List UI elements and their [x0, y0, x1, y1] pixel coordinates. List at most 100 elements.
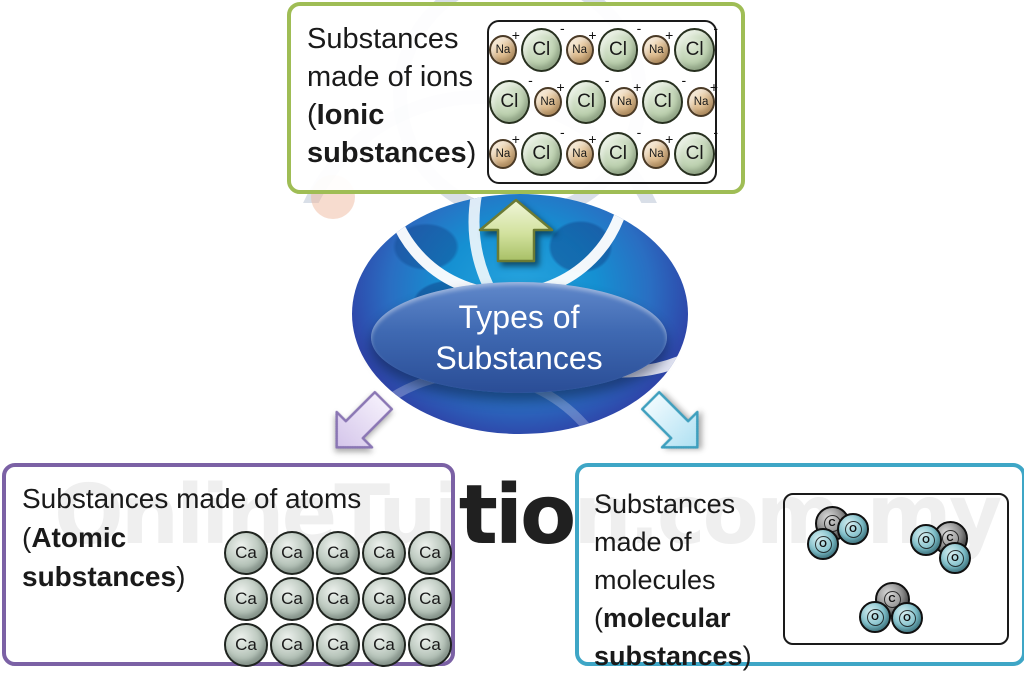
- ion-symbol: Na: [693, 96, 709, 108]
- atom-ca: Ca: [408, 531, 452, 575]
- atom-ca: Ca: [224, 577, 268, 621]
- ion-charge: -: [560, 124, 565, 140]
- ion-cl: Cl-: [674, 20, 718, 72]
- ion-cl: Cl-: [597, 124, 641, 176]
- ionic-substances-box: Substances made of ions (Ionic substance…: [287, 2, 745, 194]
- ion-na: Na+: [642, 131, 673, 169]
- ion-charge: -: [636, 20, 642, 36]
- atom-symbol: O: [814, 535, 832, 553]
- ion-symbol: Na: [572, 44, 587, 56]
- ion-na: Na+: [642, 27, 673, 65]
- atom-ca: Ca: [224, 531, 268, 575]
- atomic-box-text: Substances made of atoms (Atomic substan…: [22, 479, 361, 596]
- atom-o: O: [807, 528, 839, 560]
- atom-ca: Ca: [316, 623, 360, 667]
- ion-symbol: Na: [540, 96, 556, 108]
- ion-charge: -: [636, 124, 642, 140]
- ion-charge: -: [560, 20, 565, 36]
- ion-na: Na+: [533, 79, 565, 117]
- ion-charge: +: [633, 79, 642, 95]
- ion-cl: Cl-: [565, 72, 609, 124]
- ion-charge: -: [713, 20, 719, 36]
- molecular-text-line1: Substances: [594, 489, 736, 519]
- ion-na: Na+: [489, 27, 520, 65]
- atom-symbol: C: [883, 590, 901, 608]
- ion-symbol: Cl: [532, 143, 551, 164]
- ion-cl: Cl-: [642, 72, 686, 124]
- atom-o: O: [859, 601, 891, 633]
- ion-row: Na+Cl-Na+Cl-Na+Cl-: [489, 20, 718, 72]
- ion-symbol: Na: [648, 148, 664, 160]
- atom-ca: Ca: [316, 577, 360, 621]
- ion-na: Na+: [687, 79, 718, 117]
- ion-na: Na+: [565, 27, 597, 65]
- atom-ca: Ca: [362, 577, 406, 621]
- ion-charge: +: [588, 131, 597, 147]
- ion-symbol: Na: [495, 148, 511, 160]
- ionic-text-line3: (Ionic: [307, 99, 385, 131]
- atom-o: O: [939, 542, 971, 574]
- ionic-text-line2: made of ions: [307, 61, 474, 93]
- ion-row: Cl-Na+Cl-Na+Cl-Na+: [489, 72, 718, 124]
- ion-na: Na+: [489, 131, 520, 169]
- ionic-text-line4: substances): [307, 137, 477, 169]
- ion-charge: +: [511, 131, 520, 147]
- molecular-text-line5: substances): [594, 641, 752, 671]
- ion-symbol: Cl: [500, 91, 519, 112]
- atom-o: O: [837, 513, 869, 545]
- atom-symbol: O: [946, 549, 964, 567]
- ion-symbol: Cl: [608, 143, 627, 164]
- atomic-substances-box: Substances made of atoms (Atomic substan…: [2, 463, 455, 667]
- atomic-text-line3: substances): [22, 561, 186, 592]
- center-title-line2: Substances: [435, 339, 603, 376]
- atom-symbol: O: [866, 608, 884, 626]
- molecular-text-line2: made of: [594, 527, 692, 557]
- molecular-box-text: Substances made of molecules (molecular …: [594, 485, 752, 675]
- atom-ca: Ca: [270, 531, 314, 575]
- ion-cl: Cl-: [597, 20, 641, 72]
- center-ellipse: Types of Substances: [371, 282, 667, 393]
- ion-symbol: Na: [648, 44, 664, 56]
- ion-symbol: Na: [572, 148, 587, 160]
- ion-symbol: Na: [495, 44, 511, 56]
- ion-charge: +: [556, 79, 565, 95]
- ion-charge: -: [713, 124, 719, 140]
- ion-cl: Cl-: [489, 72, 533, 124]
- ion-charge: +: [665, 131, 674, 147]
- ion-charge: +: [588, 27, 597, 43]
- ion-na: Na+: [565, 131, 597, 169]
- molecular-text-line3: molecules: [594, 565, 716, 595]
- ion-symbol: Cl: [577, 91, 596, 112]
- atom-ca: Ca: [270, 577, 314, 621]
- atomic-text-line1: Substances made of atoms: [22, 483, 362, 514]
- ion-charge: +: [709, 79, 719, 95]
- atom-ca: Ca: [270, 623, 314, 667]
- arrow-down-left-to-atomic: [318, 382, 402, 466]
- ionic-box-text: Substances made of ions (Ionic substance…: [307, 20, 476, 172]
- atom-ca: Ca: [224, 623, 268, 667]
- ion-symbol: Na: [617, 96, 632, 108]
- arrow-down-right-to-molecular: [632, 382, 716, 466]
- atom-symbol: O: [898, 609, 916, 627]
- ion-charge: +: [665, 27, 674, 43]
- ion-grid: Na+Cl-Na+Cl-Na+Cl-Cl-Na+Cl-Na+Cl-Na+Na+C…: [487, 20, 718, 184]
- ion-charge: -: [528, 72, 533, 88]
- atom-ca: Ca: [362, 531, 406, 575]
- ion-cl: Cl-: [520, 124, 565, 176]
- ion-na: Na+: [610, 79, 641, 117]
- ion-row: Na+Cl-Na+Cl-Na+Cl-: [489, 124, 718, 176]
- center-title-line1: Types of: [458, 298, 580, 335]
- ion-symbol: Cl: [653, 91, 672, 112]
- ion-charge: -: [604, 72, 610, 88]
- arrow-up-to-ionic: [470, 197, 562, 270]
- ion-symbol: Cl: [532, 39, 551, 60]
- ionic-text-line1: Substances: [307, 23, 459, 55]
- atomic-text-line2: (Atomic: [22, 522, 127, 553]
- atom-ca: Ca: [408, 577, 452, 621]
- ion-charge: -: [681, 72, 687, 88]
